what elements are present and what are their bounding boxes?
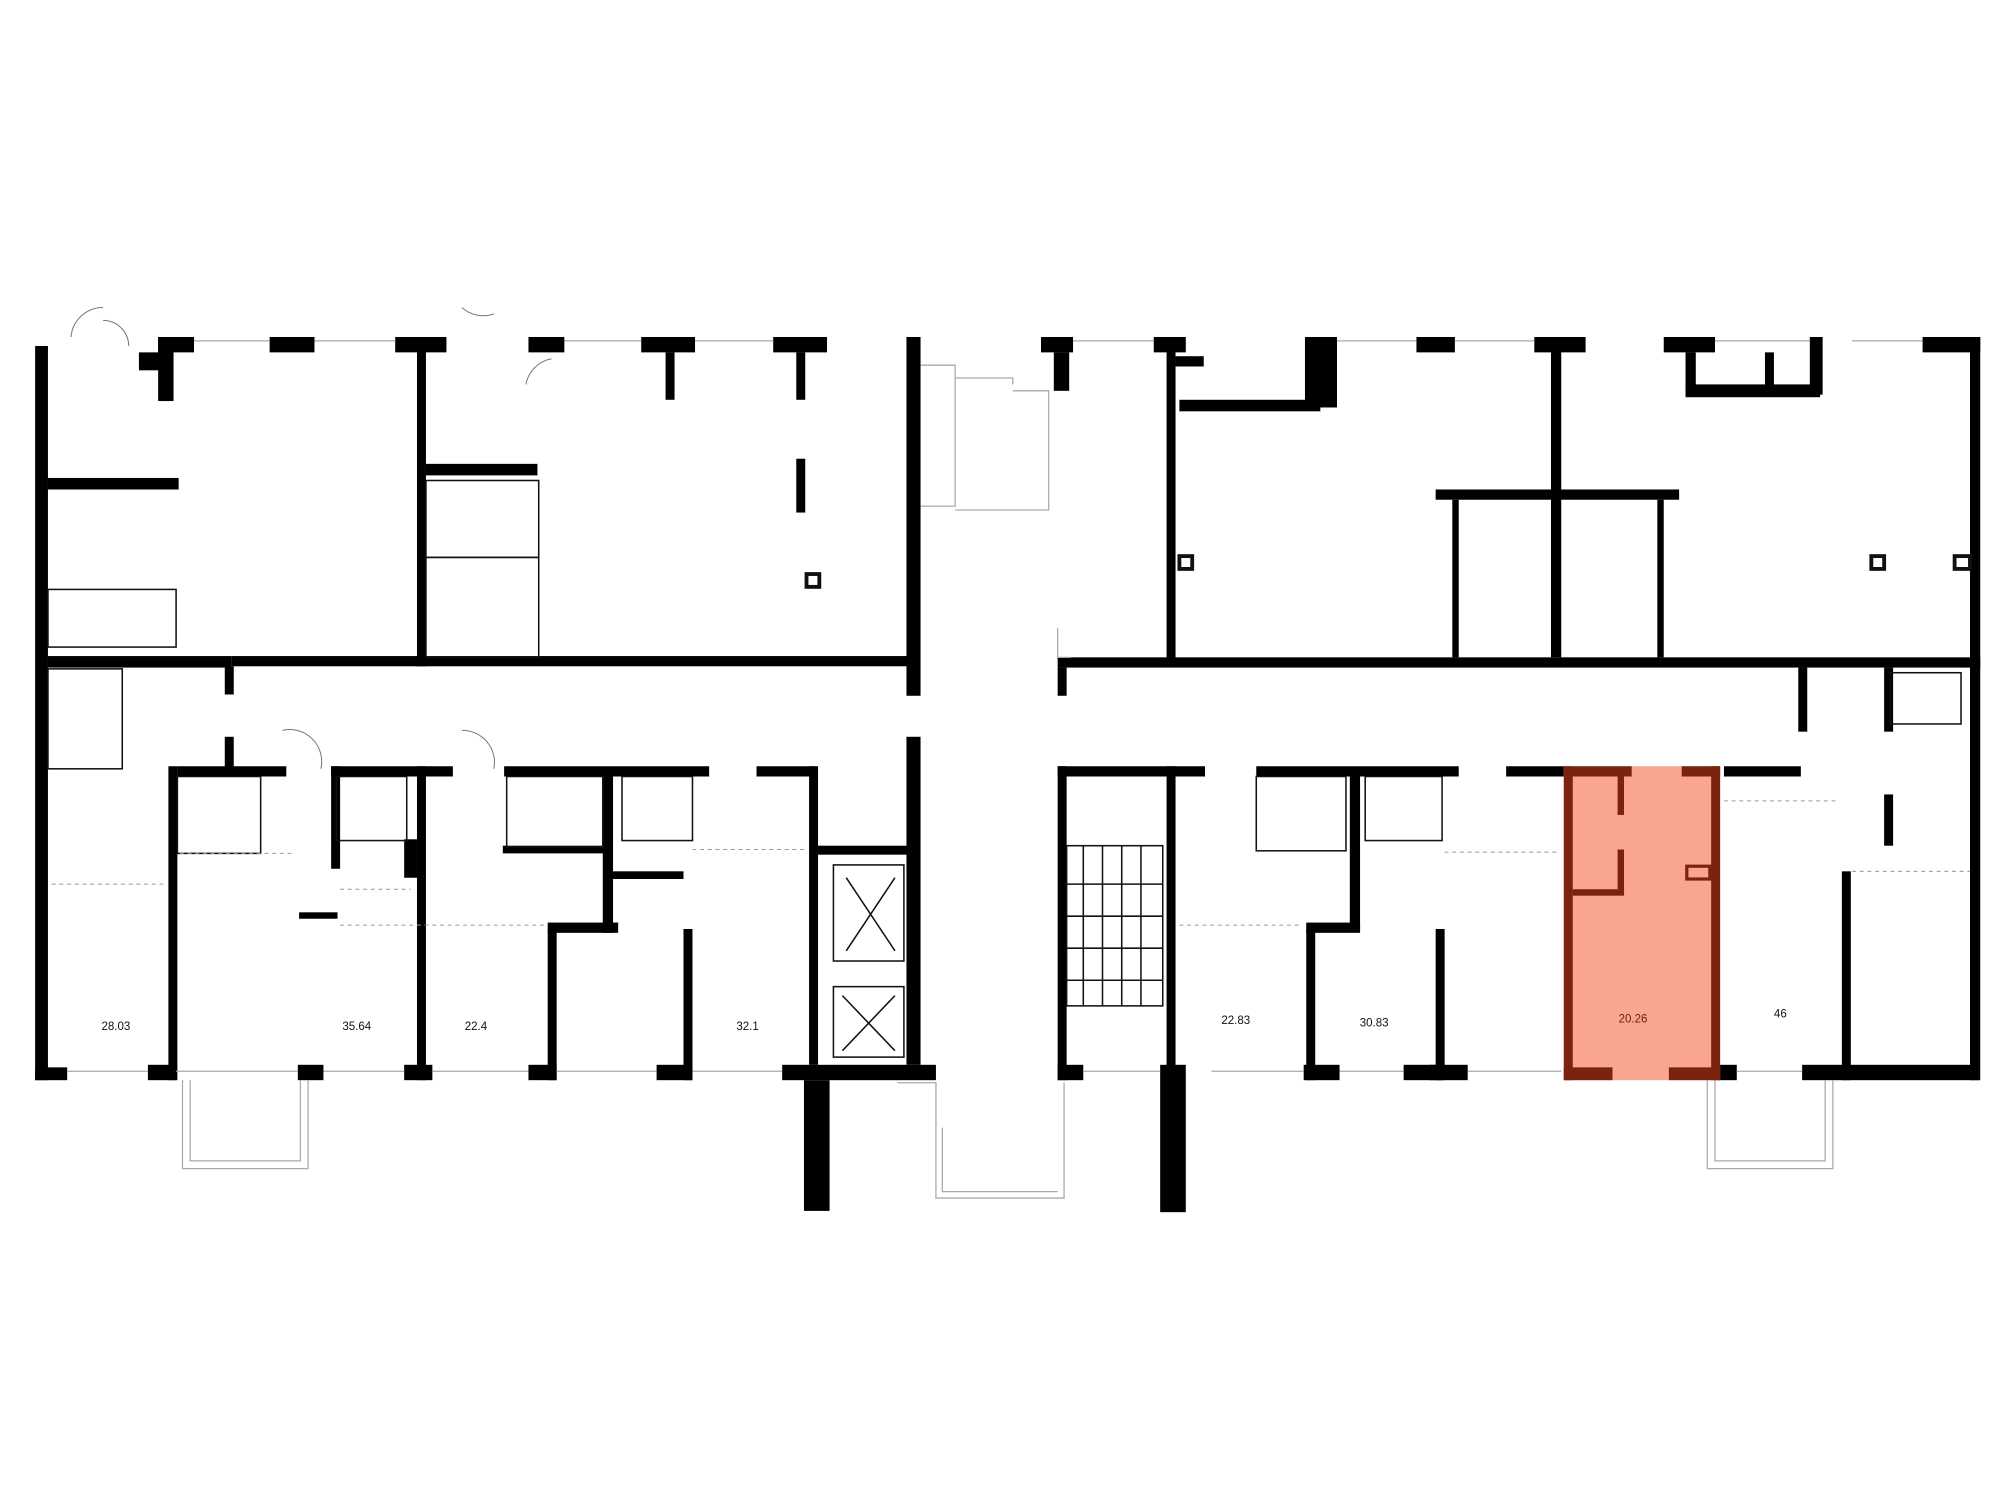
left-block-walls: [35, 307, 1065, 1211]
unit-area-label[interactable]: 22.83: [1221, 1015, 1250, 1027]
unit-area-label[interactable]: 46: [1774, 1008, 1787, 1020]
right-block-walls: [1041, 336, 1981, 1213]
selected-apartment[interactable]: [1563, 766, 1721, 1081]
unit-area-label[interactable]: 28.03: [101, 1021, 130, 1033]
unit-area-label[interactable]: 32.1: [736, 1021, 758, 1033]
area-labels: 28.03 35.64 22.4 32.1 22.83 30.83 20.26 …: [101, 1008, 1786, 1033]
selected-unit-area-label[interactable]: 20.26: [1619, 1014, 1648, 1026]
unit-area-label[interactable]: 35.64: [342, 1021, 371, 1033]
unit-area-label[interactable]: 30.83: [1360, 1017, 1389, 1029]
unit-area-label[interactable]: 22.4: [465, 1021, 488, 1033]
